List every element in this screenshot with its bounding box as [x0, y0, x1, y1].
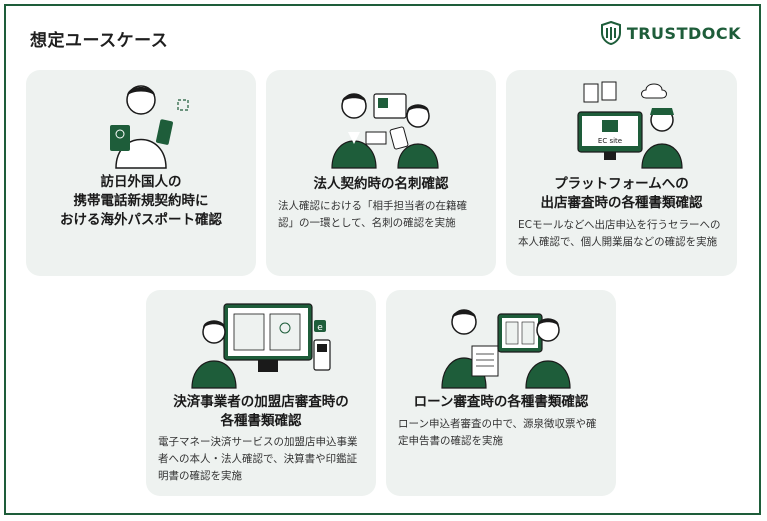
usecase-card-business-card: 法人契約時の名刺確認 法人確認における「相手担当者の在籍確 認」の一環として、名…: [266, 70, 496, 276]
trustdock-logo: TRUSTDOCK: [600, 21, 741, 45]
card-title: 決済事業者の加盟店審査時の 各種書類確認: [173, 394, 349, 429]
tourist-passport-illustration: [110, 85, 189, 169]
card-title: ローン審査時の各種書類確認: [413, 394, 589, 410]
shield-logo-icon: [600, 21, 621, 45]
card-title: プラットフォームへの 出店審査時の各種書類確認: [540, 176, 703, 211]
page-title: 想定ユースケース: [30, 31, 169, 51]
ec-seller-illustration: EC site: [577, 81, 683, 169]
usecase-card-ec-platform: EC site プラットフォームへの 出店審査時の各種書類確認 ECモールなどへ…: [506, 70, 737, 276]
usecase-card-payment-merchant: e 決済事業者の加盟店審査時の 各種書類確認 電子マネー決済サービスの加盟店申込…: [146, 290, 376, 496]
card-description: 法人確認における「相手担当者の在籍確 認」の一環として、名刺の確認を実施: [278, 200, 467, 229]
business-card-exchange-illustration: [331, 93, 439, 169]
card-title: 法人契約時の名刺確認: [313, 176, 449, 192]
card-title: 訪日外国人の 携帯電話新規契約時に おける海外パスポート確認: [60, 174, 222, 228]
card-description: 電子マネー決済サービスの加盟店申込事業 者への本人・法人確認で、決算書や印鑑証 …: [158, 436, 358, 482]
usecase-card-passport: 訪日外国人の 携帯電話新規契約時に おける海外パスポート確認: [26, 70, 256, 276]
logo-text: TRUSTDOCK: [626, 23, 741, 43]
usecase-card-loan: ローン審査時の各種書類確認 ローン申込者審査の中で、源泉徴収票や確 定申告書の確…: [386, 290, 616, 496]
ec-site-label: EC site: [598, 137, 622, 145]
card-description: ローン申込者審査の中で、源泉徴収票や確 定申告書の確認を実施: [398, 418, 597, 447]
card-description: ECモールなどへ出店申込を行うセラーへの 本人確認で、個人開業届などの確認を実施: [518, 219, 721, 248]
payment-merchant-illustration: e: [191, 303, 331, 389]
e-money-badge: e: [317, 323, 323, 333]
loan-review-illustration: [441, 309, 571, 389]
